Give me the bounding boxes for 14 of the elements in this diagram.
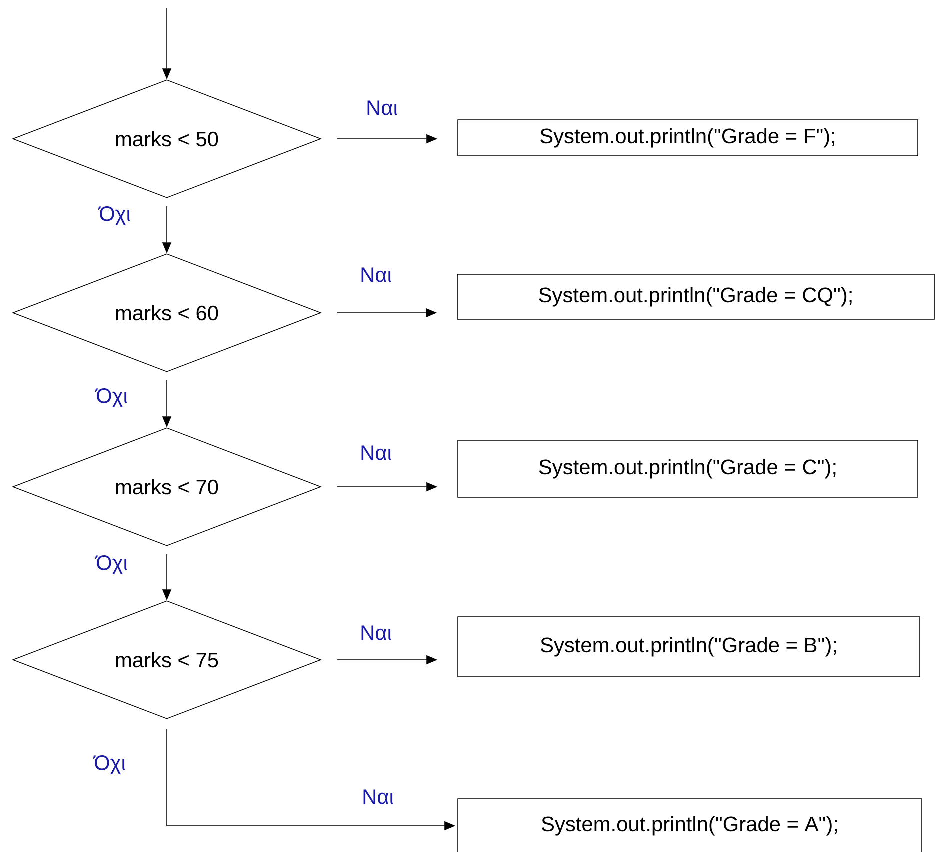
process-box: System.out.println("Grade = CQ"); — [457, 274, 935, 320]
process-box: System.out.println("Grade = A"); — [458, 798, 922, 852]
edge-label: Όχι — [98, 206, 132, 226]
edge-label: Ναι — [359, 444, 393, 462]
edge-label: Ναι — [359, 624, 393, 642]
process-box: System.out.println("Grade = B"); — [458, 616, 920, 678]
edge-label: Όχι — [95, 388, 129, 408]
edge-label: Όχι — [95, 554, 129, 576]
process-box: System.out.println("Grade = C"); — [458, 440, 918, 498]
branch-label: Ναι — [361, 788, 395, 806]
edge-label: Όχι — [93, 754, 127, 776]
edge-label: Ναι — [359, 266, 393, 284]
process-box: System.out.println("Grade = F"); — [458, 120, 918, 156]
edge-label: Ναι — [365, 100, 399, 116]
